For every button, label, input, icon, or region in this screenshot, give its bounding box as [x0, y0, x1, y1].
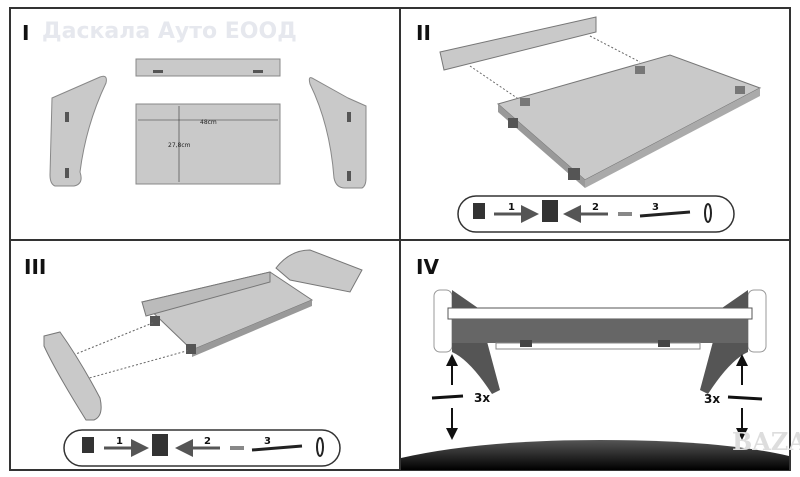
panel-label: IV — [416, 255, 439, 279]
watermark-text: Даскала Ауто ЕООД — [42, 19, 297, 44]
watermark-bazar: BAZAR — [732, 427, 800, 456]
base-board — [135, 103, 281, 185]
panel-3: III 1 2 3 — [24, 249, 363, 467]
side-panel-right — [275, 249, 363, 293]
height-label: 27,8cm — [168, 142, 191, 149]
bracket-mounted-icon — [542, 200, 558, 222]
rotate-icon — [704, 203, 712, 223]
panel-4: IV 3x 3x BAZAR — [401, 255, 800, 470]
step-number: 3 — [264, 436, 271, 447]
back-board — [447, 307, 753, 320]
end-cap-left — [433, 289, 453, 353]
bracket-icon — [82, 437, 94, 453]
side-panel-left — [49, 75, 107, 187]
back-board — [135, 58, 281, 77]
base-board — [452, 319, 748, 343]
twist-icon-left — [431, 394, 464, 400]
step-number: 3 — [652, 202, 659, 213]
panel-label: III — [24, 255, 46, 279]
step-number: 2 — [204, 436, 211, 447]
panel-label: I — [22, 21, 29, 45]
step-number: 2 — [592, 202, 599, 213]
width-label: 48cm — [200, 119, 217, 126]
step-number: 1 — [508, 202, 515, 213]
twist-icon-right — [727, 395, 763, 401]
turns-label-right: 3x — [704, 392, 720, 406]
bracket-slot — [153, 70, 163, 73]
bracket-mounted-icon — [152, 434, 168, 456]
back-board — [439, 16, 597, 71]
turns-label-left: 3x — [474, 391, 490, 405]
side-panel-right — [308, 77, 367, 189]
rotate-icon — [316, 437, 324, 457]
screw-icon — [618, 212, 632, 216]
panel-2: II 1 2 3 — [416, 16, 762, 233]
bracket-icon — [473, 203, 485, 219]
side-panel-left — [43, 331, 102, 421]
bracket-slot — [253, 70, 263, 73]
panel-label: II — [416, 21, 431, 45]
end-cap-right — [747, 289, 767, 353]
panel-1: Даскала Ауто ЕООД I 48cm 27,8cm — [22, 19, 367, 189]
car-roof — [401, 440, 789, 470]
step-number: 1 — [116, 436, 123, 447]
screwdriver-icon — [639, 210, 691, 218]
screw-icon — [230, 446, 244, 450]
screwdriver-icon — [251, 444, 303, 452]
